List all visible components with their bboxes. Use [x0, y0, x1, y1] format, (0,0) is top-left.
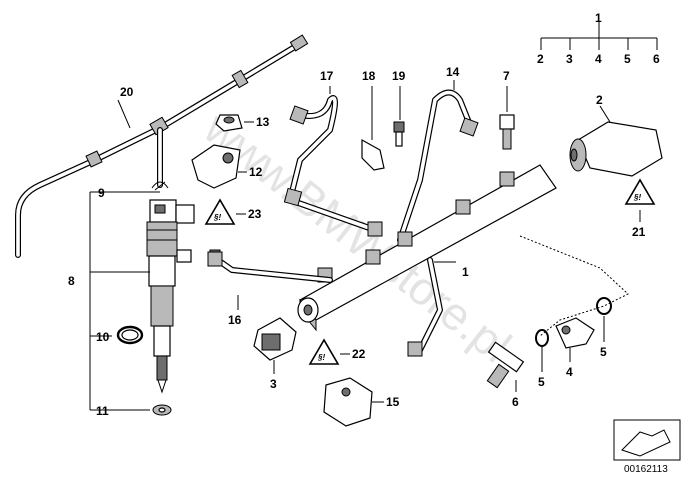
callout-19: 19	[392, 69, 406, 83]
callout-5b: 5	[600, 345, 607, 359]
part-2-pressure-sensor: 2	[569, 93, 663, 177]
part-3-sensor: 3	[253, 317, 297, 391]
callout-1: 1	[462, 265, 469, 279]
callout-5-top: 5	[624, 52, 631, 66]
callout-11: 11	[96, 404, 109, 418]
svg-text:§!: §!	[317, 353, 325, 362]
callout-22: 22	[352, 347, 366, 361]
watermark-text: www.BMWstore.pl	[194, 101, 521, 372]
doc-number: 00162113	[624, 464, 668, 475]
callout-6-top: 6	[653, 52, 660, 66]
part-19-bolt: 19	[392, 69, 406, 147]
callout-3-top: 3	[566, 52, 573, 66]
injector-bracket: 9 8 10 11	[68, 186, 160, 418]
callout-3: 3	[270, 377, 277, 391]
page-navigation-icon[interactable]	[613, 419, 681, 461]
part-6-banjo-bolt: 6	[486, 341, 525, 409]
callout-7: 7	[503, 69, 510, 83]
callout-4: 4	[566, 365, 573, 379]
callout-10: 10	[96, 330, 110, 344]
part-5-sealing-ring: 5	[535, 329, 549, 389]
part-20-leakoff-hose: 20	[15, 34, 309, 258]
callout-2-top: 2	[537, 52, 544, 66]
warning-triangle-icon-22: §! 22	[308, 338, 366, 365]
part-5-sealing-ring-b: 5	[596, 297, 612, 359]
part-17-injection-pipe: 17	[283, 69, 383, 237]
warning-triangle-icon-23: §! 23	[204, 198, 262, 225]
callout-1-top: 1	[595, 11, 602, 25]
callout-4-top: 4	[595, 52, 602, 66]
callout-13: 13	[256, 115, 270, 129]
callout-2: 2	[596, 93, 603, 107]
part-15-block: 15	[323, 377, 400, 427]
part-4-connector: 4	[555, 317, 595, 379]
part-18-bracket: 18	[361, 69, 385, 171]
callout-16: 16	[228, 313, 242, 327]
callout-15: 15	[386, 395, 400, 409]
part-14-pipe: 14	[397, 65, 479, 243]
callout-6: 6	[512, 395, 519, 409]
callout-12: 12	[249, 165, 263, 179]
part-9-clip	[151, 181, 169, 191]
callout-20: 20	[120, 85, 134, 99]
watermark: www.BMWstore.pl	[194, 101, 521, 372]
callout-9: 9	[98, 186, 105, 200]
part-7-bolt: 7	[499, 69, 515, 150]
part-12-clamp: 12	[191, 144, 263, 189]
part-16-pipe: 16	[207, 251, 333, 327]
part-13-nut: 13	[215, 114, 270, 132]
warning-triangle-icon-21: §! 21	[624, 178, 656, 239]
part-1-common-rail: 1	[297, 164, 557, 332]
callout-8: 8	[68, 274, 75, 288]
callout-14: 14	[446, 65, 460, 79]
callout-21: 21	[632, 225, 646, 239]
svg-text:§!: §!	[633, 193, 641, 202]
callout-tree: 1 2 3 4 5 6	[537, 11, 660, 66]
callout-5a: 5	[538, 375, 545, 389]
callout-23: 23	[248, 207, 262, 221]
svg-text:§!: §!	[213, 213, 221, 222]
part-8-injector	[146, 199, 221, 394]
callout-17: 17	[320, 69, 334, 83]
callout-18: 18	[362, 69, 376, 83]
